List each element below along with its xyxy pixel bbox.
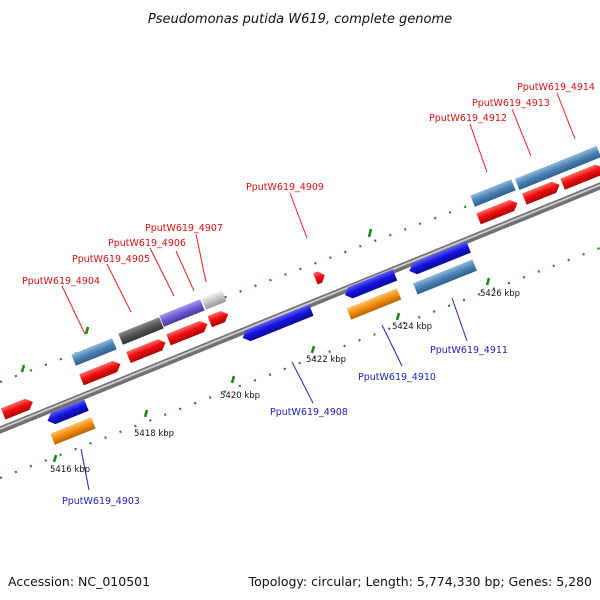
cog-steel-4904[interactable] [71, 338, 117, 366]
gene-label-4914[interactable]: PputW619_4914 [517, 82, 595, 93]
cds-red-4913[interactable] [522, 179, 562, 205]
cog-dark-4905[interactable] [118, 317, 164, 345]
cds-red-4909[interactable] [313, 270, 327, 285]
minus-strand-features [45, 241, 477, 445]
plus-strand-features [0, 145, 600, 420]
gene-label-4908[interactable]: PputW619_4908 [270, 407, 348, 418]
cog-steel-4913-4914[interactable] [514, 145, 600, 191]
cog-orange-4910[interactable] [346, 288, 402, 320]
gene-labels-plus: PputW619_4904 PputW619_4905 PputW619_490… [22, 82, 595, 287]
scale-label-5422: 5422 kbp [306, 355, 346, 365]
scale-label-5420: 5420 kbp [220, 391, 260, 401]
cds-blue-4910[interactable] [343, 269, 398, 300]
scale-label-5418: 5418 kbp [134, 429, 174, 439]
gene-label-4904[interactable]: PputW619_4904 [22, 276, 100, 287]
gene-label-4907[interactable]: PputW619_4907 [145, 223, 223, 234]
genome-backbone [0, 182, 600, 434]
cds-red-4905[interactable] [126, 337, 168, 364]
cds-red-4906[interactable] [166, 319, 209, 346]
cog-orange-4903[interactable] [50, 417, 96, 445]
gene-label-4906[interactable]: PputW619_4906 [108, 238, 186, 249]
gene-label-4910[interactable]: PputW619_4910 [358, 372, 436, 383]
cds-red-4904[interactable] [79, 359, 122, 386]
gene-label-4913[interactable]: PputW619_4913 [472, 98, 550, 109]
gene-label-4911[interactable]: PputW619_4911 [430, 345, 508, 356]
scale-ticks-upper [0, 154, 600, 384]
scale-labels: 5416 kbp 5418 kbp 5420 kbp 5422 kbp 5424… [50, 289, 520, 475]
cog-light-4907[interactable] [201, 290, 227, 310]
scale-label-5424: 5424 kbp [392, 322, 432, 332]
gene-label-4912[interactable]: PputW619_4912 [429, 113, 507, 124]
gene-labels-minus: PputW619_4903 PputW619_4908 PputW619_491… [62, 345, 508, 507]
genome-summary-text: Topology: circular; Length: 5,774,330 bp… [248, 574, 592, 589]
cds-blue-4908[interactable] [240, 304, 314, 344]
label-leaders-plus [61, 92, 576, 335]
cds-red-4914[interactable] [560, 162, 600, 190]
gene-label-4909[interactable]: PputW619_4909 [246, 182, 324, 193]
accession-text: Accession: NC_010501 [8, 574, 150, 589]
scale-label-5426: 5426 kbp [480, 289, 520, 299]
cds-red-4912[interactable] [476, 198, 519, 225]
cds-blue-4903[interactable] [45, 399, 89, 427]
scale-ticks-lower [0, 246, 600, 480]
map-title: Pseudomonas putida W619, complete genome [148, 12, 452, 27]
cog-steel-4912[interactable] [470, 179, 516, 207]
cds-red-4907[interactable] [207, 309, 230, 328]
cds-red-prev[interactable] [0, 396, 35, 420]
cds-blue-4911[interactable] [407, 241, 471, 276]
gene-label-4905[interactable]: PputW619_4905 [72, 254, 150, 265]
gene-label-4903[interactable]: PputW619_4903 [62, 496, 140, 507]
scale-label-5416: 5416 kbp [50, 465, 90, 475]
cog-purple-4906[interactable] [159, 299, 205, 327]
label-leaders-minus [80, 297, 468, 491]
cog-steel-4911[interactable] [413, 259, 477, 295]
